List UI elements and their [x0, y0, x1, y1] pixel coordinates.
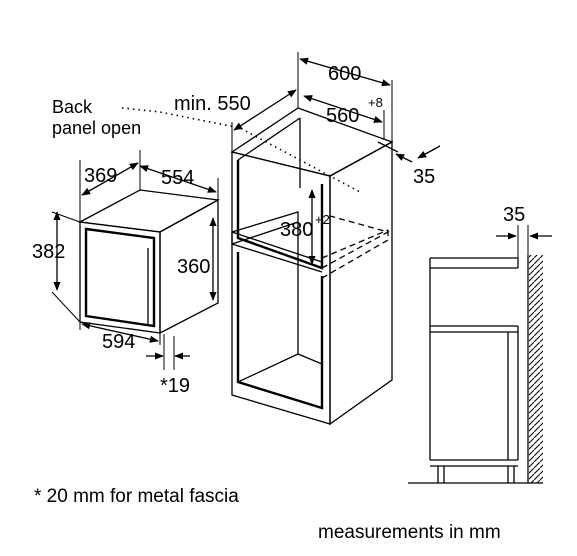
label-min-550: min. 550 — [174, 93, 251, 115]
note-metal-fascia: * 20 mm for metal fascia — [34, 486, 239, 507]
dim-594: 594 — [79, 322, 161, 353]
label-380: 380 — [280, 219, 313, 241]
label-back-panel-line1: Back — [52, 97, 93, 117]
dim-560: 560 +8 — [303, 95, 385, 140]
dim-min-550: min. 550 — [174, 89, 297, 152]
dim-19: *19 — [146, 334, 190, 397]
dim-35-top: 35 — [377, 141, 441, 188]
label-369: 369 — [84, 165, 117, 187]
label-35-top: 35 — [413, 166, 435, 188]
dim-554: 554 — [139, 165, 219, 200]
label-554: 554 — [161, 167, 194, 189]
label-560: 560 — [326, 105, 359, 127]
label-380-tolerance: +2 — [315, 212, 330, 227]
label-382: 382 — [32, 241, 65, 263]
dim-35-side: 35 — [496, 204, 552, 258]
dim-380: 380 +2 — [280, 189, 330, 265]
dim-382: 382 — [32, 211, 81, 323]
label-19: *19 — [160, 375, 190, 397]
label-back-panel-line2: panel open — [52, 118, 141, 138]
label-35-side: 35 — [503, 204, 525, 226]
label-594: 594 — [102, 331, 135, 353]
dim-360: 360 — [177, 217, 217, 301]
back-panel-label: Back panel open — [52, 97, 141, 138]
dim-369: 369 — [79, 150, 141, 222]
side-view-drawing — [408, 255, 543, 484]
dim-600: 600 — [297, 52, 393, 142]
label-560-tolerance: +8 — [368, 95, 383, 110]
label-600: 600 — [328, 63, 361, 85]
note-units: measurements in mm — [318, 522, 501, 543]
label-360: 360 — [177, 256, 210, 278]
